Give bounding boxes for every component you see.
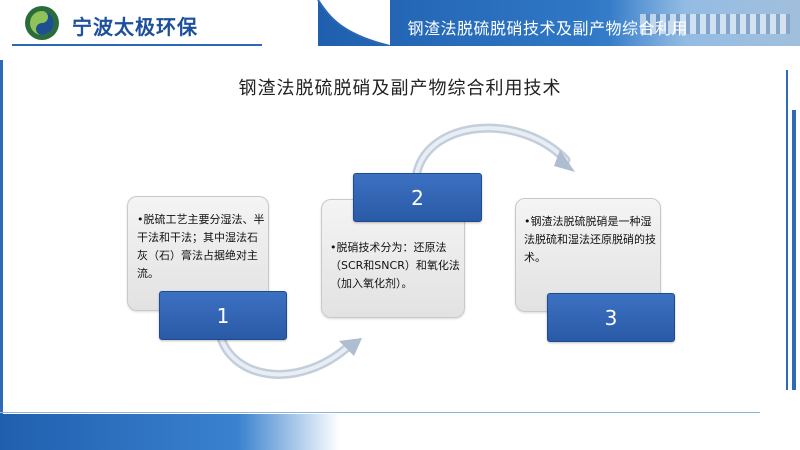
step-1-number: 1: [159, 291, 287, 340]
right-deco-line: [786, 70, 788, 390]
footer-line: [0, 412, 760, 413]
right-deco-bar: [792, 110, 796, 390]
brand-name: 宁波太极环保: [72, 15, 198, 39]
header-banner: [318, 0, 800, 46]
step-3-number: 3: [547, 293, 675, 342]
step-2-text: •脱硝技术分为：还原法（SCR和SNCR）和氧化法（加入氧化剂）。: [330, 241, 460, 290]
slide-header: 宁波太极环保 钢渣法脱硫脱硝技术及副产物综合利用: [0, 0, 800, 46]
curved-arrow-icon: [216, 333, 362, 379]
curved-arrow-icon: [412, 123, 575, 177]
page-title: 钢渣法脱硫脱硝及副产物综合利用技术: [238, 78, 562, 99]
step-1-text: •脱硫工艺主要分湿法、半干法和干法；其中湿法石灰（石）膏法占据绝对主流。: [137, 213, 265, 280]
header-curve-decoration: [317, 0, 390, 46]
slide-header-title: 钢渣法脱硫脱硝技术及副产物综合利用: [407, 19, 688, 38]
step-2-number: 2: [353, 173, 482, 222]
footer-band: [0, 414, 340, 450]
building-photo: [610, 0, 800, 46]
header-rule: [12, 44, 262, 46]
left-deco-line: [0, 60, 3, 440]
taiji-logo-icon: [25, 6, 59, 40]
step-3-text: •钢渣法脱硫脱硝是一种湿法脱硫和湿法还原脱硝的技术。: [524, 215, 656, 264]
